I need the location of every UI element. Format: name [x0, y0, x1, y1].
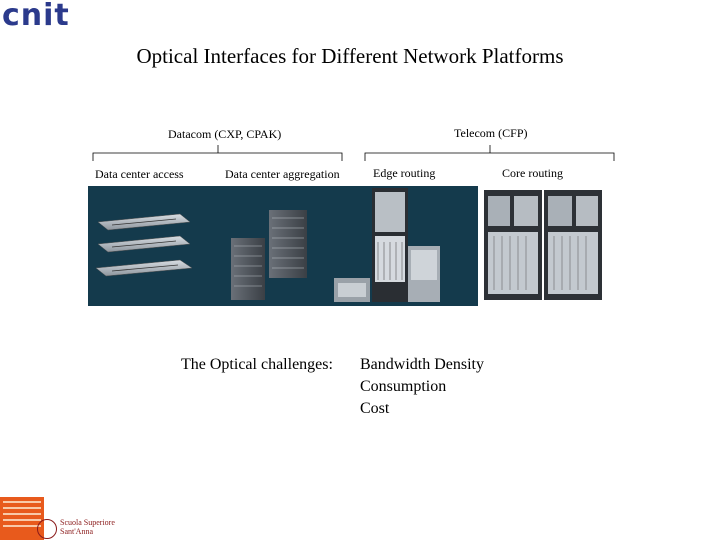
- datacom-group-label: Datacom (CXP, CPAK): [168, 127, 282, 141]
- cnit-logo: cnit: [2, 0, 70, 33]
- category-brackets: [92, 145, 615, 161]
- platform-label-core-routing: Core routing: [502, 166, 563, 180]
- school-name-line1: Scuola Superiore: [60, 518, 115, 527]
- telecom-group-label: Telecom (CFP): [454, 126, 528, 140]
- school-name: Scuola Superiore Sant'Anna: [60, 518, 115, 536]
- challenge-cost: Cost: [360, 400, 390, 417]
- challenge-bandwidth-density: Bandwidth Density: [360, 356, 484, 373]
- core-routers: [478, 186, 618, 306]
- aggregation-chassis: [231, 210, 307, 300]
- platform-label-dc-access: Data center access: [95, 167, 184, 181]
- platform-label-edge-routing: Edge routing: [373, 166, 436, 180]
- equipment-illustration: [95, 186, 618, 306]
- school-name-line2: Sant'Anna: [60, 527, 93, 536]
- equipment-photo: [88, 186, 618, 306]
- access-switches: [95, 213, 193, 277]
- university-logo: [0, 497, 44, 540]
- platform-label-dc-aggregation: Data center aggregation: [225, 167, 340, 181]
- challenge-consumption: Consumption: [360, 378, 447, 395]
- school-seal-icon: [37, 519, 57, 539]
- edge-routers: [334, 188, 440, 302]
- challenges-label: The Optical challenges:: [181, 356, 333, 373]
- slide-title: Optical Interfaces for Different Network…: [136, 44, 564, 68]
